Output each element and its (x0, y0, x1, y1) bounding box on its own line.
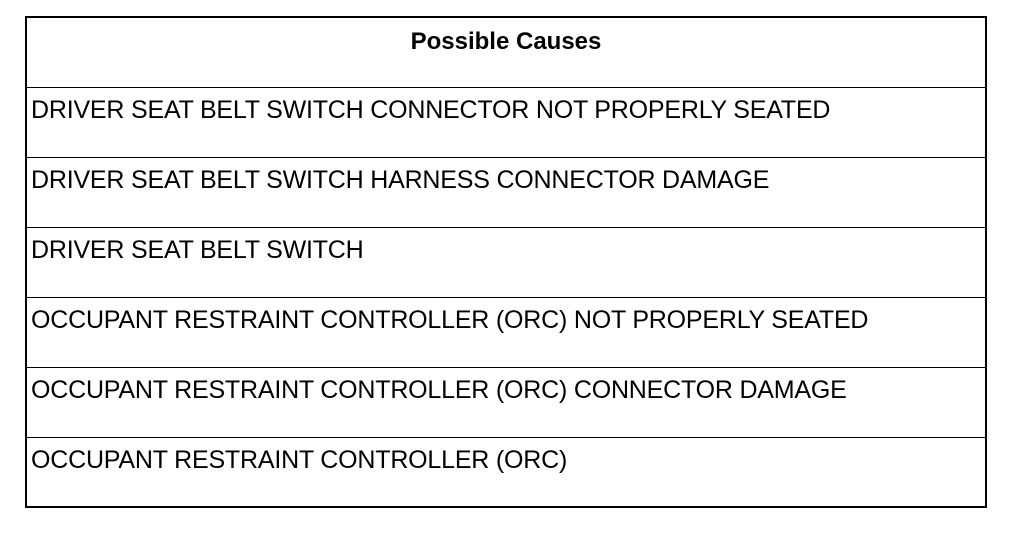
table-row: OCCUPANT RESTRAINT CONTROLLER (ORC) (25, 436, 987, 508)
table-body: DRIVER SEAT BELT SWITCH CONNECTOR NOT PR… (25, 86, 987, 508)
cause-cell: OCCUPANT RESTRAINT CONTROLLER (ORC) (25, 436, 987, 508)
table-header-row: Possible Causes (25, 16, 987, 88)
possible-causes-table: Possible Causes DRIVER SEAT BELT SWITCH … (25, 16, 987, 508)
cause-cell: OCCUPANT RESTRAINT CONTROLLER (ORC) NOT … (25, 296, 987, 368)
table-header-group: Possible Causes (25, 16, 987, 88)
table-row: DRIVER SEAT BELT SWITCH CONNECTOR NOT PR… (25, 86, 987, 158)
table-row: OCCUPANT RESTRAINT CONTROLLER (ORC) NOT … (25, 296, 987, 368)
cause-cell: DRIVER SEAT BELT SWITCH HARNESS CONNECTO… (25, 156, 987, 228)
table-row: DRIVER SEAT BELT SWITCH (25, 226, 987, 298)
cause-cell: DRIVER SEAT BELT SWITCH (25, 226, 987, 298)
possible-causes-header: Possible Causes (25, 16, 987, 88)
cause-cell: OCCUPANT RESTRAINT CONTROLLER (ORC) CONN… (25, 366, 987, 438)
table-row: OCCUPANT RESTRAINT CONTROLLER (ORC) CONN… (25, 366, 987, 438)
cause-cell: DRIVER SEAT BELT SWITCH CONNECTOR NOT PR… (25, 86, 987, 158)
table-row: DRIVER SEAT BELT SWITCH HARNESS CONNECTO… (25, 156, 987, 228)
